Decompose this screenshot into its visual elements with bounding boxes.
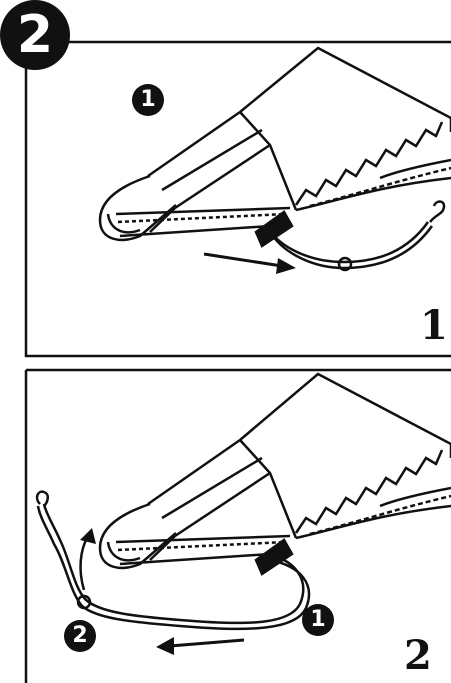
presser-foot	[100, 48, 451, 240]
panel-2-callout-1: 1	[302, 604, 334, 636]
panel-2-number: 2	[404, 632, 432, 679]
arrow-left-icon	[156, 637, 244, 655]
fabric-edge	[296, 122, 451, 210]
panel-1-callout-1: 1	[132, 84, 164, 116]
clamp	[256, 540, 292, 574]
arrow-right-icon	[204, 254, 296, 274]
arrow-up-curved-icon	[80, 528, 96, 590]
fabric-edge	[296, 450, 451, 538]
panel-1-frame	[26, 42, 451, 356]
presser-foot	[100, 374, 451, 568]
panel-2-callout-2: 2	[64, 620, 96, 652]
clamp	[256, 212, 292, 246]
panel-1	[26, 42, 451, 356]
cord	[266, 202, 444, 271]
step-number-badge: 2	[0, 0, 70, 70]
panel-1-number: 1	[420, 302, 448, 349]
